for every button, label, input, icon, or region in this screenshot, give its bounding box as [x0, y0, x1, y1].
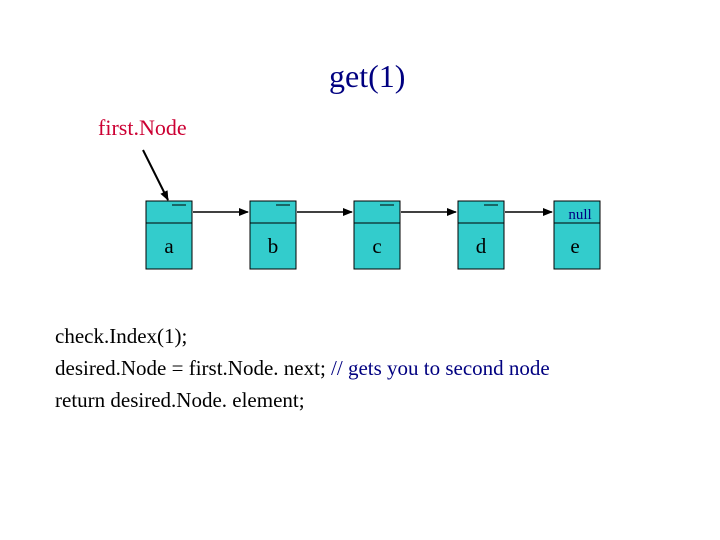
- node-element-label: d: [476, 234, 487, 258]
- code-block: check.Index(1); desired.Node = first.Nod…: [55, 320, 550, 416]
- code-line-desired-node: desired.Node = first.Node. next; // gets…: [55, 352, 550, 384]
- slide-title: get(1): [329, 58, 406, 94]
- node-element-label: e: [570, 234, 579, 258]
- null-link-label: null: [568, 207, 591, 223]
- node-element-label: a: [164, 234, 174, 258]
- node-link-cell: [145, 200, 193, 224]
- node-link-cell: [353, 200, 401, 224]
- node-link-cell: [457, 200, 505, 224]
- first-node-label: first.Node: [98, 115, 187, 140]
- list-node: c: [353, 200, 401, 270]
- list-node: null e: [553, 200, 601, 270]
- code-statement: desired.Node = first.Node. next;: [55, 356, 332, 380]
- code-line-check-index: check.Index(1);: [55, 324, 188, 348]
- first-node-pointer-arrow: [142, 149, 169, 201]
- list-node: a: [145, 200, 193, 270]
- node-element-label: c: [372, 234, 381, 258]
- code-line-return: return desired.Node. element;: [55, 388, 305, 412]
- node-element-cell: [145, 222, 193, 270]
- node-element-cell: [553, 222, 601, 270]
- code-comment: // gets you to second node: [331, 356, 550, 380]
- node-element-cell: [249, 222, 297, 270]
- node-link-cell: [249, 200, 297, 224]
- list-node: d: [457, 200, 505, 270]
- node-element-cell: [457, 222, 505, 270]
- node-element-label: b: [268, 234, 279, 258]
- list-node: b: [249, 200, 297, 270]
- node-element-cell: [353, 222, 401, 270]
